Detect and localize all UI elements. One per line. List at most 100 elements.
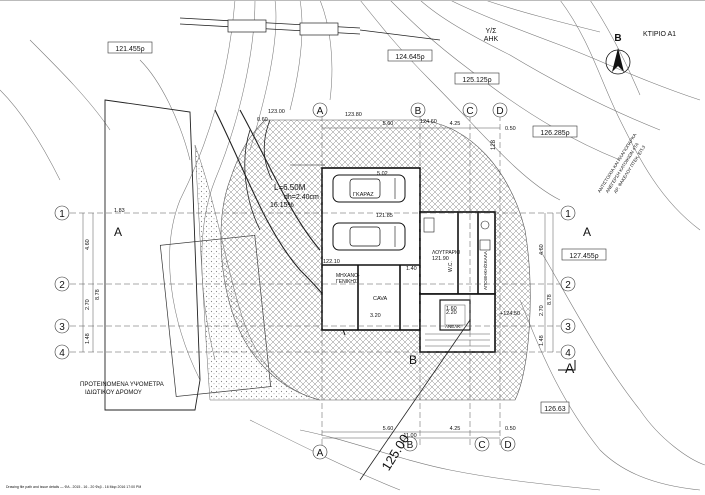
elevation-text: 121.455ρ [115, 46, 144, 53]
dim-right-34: 1.48 [539, 335, 545, 346]
garden-area [194, 144, 321, 401]
grid-bubble-right-4: 4 [560, 344, 576, 360]
elevation-box-1: 121.455ρ [107, 41, 153, 54]
ramp-dh: dh=2.40cm [284, 194, 319, 201]
dim-left-23: 2.70 [85, 299, 91, 310]
grid-label: A [317, 106, 324, 117]
dim-160: 1.60 [446, 306, 457, 312]
grid-bubble-right-1: 1 [560, 205, 576, 221]
dim-left-34: 1.48 [85, 333, 91, 344]
dim-bot-cd: 0.50 [505, 426, 516, 432]
proposed-levels-line-1: ΠΡΟΤΕΙΝΟΜΕΝΑ ΥΨΟΜΕΤΡΑ [80, 382, 164, 388]
elevation-text: 126.63 [544, 406, 566, 413]
elevation-box-3: 125.125ρ [454, 72, 500, 85]
elevation-text: 127.455ρ [569, 253, 598, 260]
grid-label: A [317, 448, 324, 459]
elevation-box-4: 126.285ρ [532, 125, 578, 138]
spot-level-7: +124.50 [500, 311, 520, 317]
grid-label: C [466, 106, 473, 117]
car-1 [332, 174, 406, 203]
dim-320: 3.20 [370, 313, 381, 319]
elevation-text: 125.125ρ [462, 77, 491, 84]
dim-502: 5.02 [377, 171, 388, 177]
section-marker-a-left: A [114, 225, 122, 239]
spot-level-5: 122.10 [323, 259, 340, 265]
diagonal-line [359, 319, 471, 481]
road-top [179, 17, 441, 41]
grid-label: D [496, 106, 503, 117]
spot-level-4: 121.85 [376, 213, 393, 219]
room-storage-1: ΜΗΧΑΝΟ- [336, 273, 360, 279]
room-cava: CAVA [373, 296, 387, 302]
grid-bubble-left-4: 4 [54, 344, 70, 360]
section-arrow [558, 360, 576, 371]
structural-grid [70, 115, 560, 445]
grid-bubble-bottom-d: D [500, 436, 516, 452]
spot-level-1: 123.00 [268, 109, 285, 115]
grid-bubble-top-b: B [410, 102, 426, 118]
grid-bubble-bottom-b: B [402, 436, 418, 452]
grid-label: 1 [565, 209, 571, 220]
dim-left-12: 4.60 [85, 239, 91, 250]
grid-label: 1 [59, 209, 65, 220]
section-marker-a-right: A [583, 225, 591, 239]
grid-label: 2 [59, 280, 65, 291]
grid-bubble-right-3: 3 [560, 318, 576, 334]
room-garage: ΓΚΑΡΑΖ [353, 192, 374, 198]
grid-bubble-left-1: 1 [54, 205, 70, 221]
grid-label: C [478, 440, 485, 451]
dim-128: 128 [491, 139, 497, 150]
grid-bubble-bottom-a: A [312, 444, 328, 460]
elevation-box-6: 126.63 [540, 401, 570, 414]
dim-right-23: 2.70 [539, 305, 545, 316]
section-marker-a-flag: A [565, 360, 575, 376]
grid-bubble-left-2: 2 [54, 276, 70, 292]
ramp-slope: 16.15% [270, 202, 294, 209]
car-2 [332, 222, 406, 251]
elevation-box-2: 124.645ρ [387, 49, 433, 62]
dim-right-total: 8.78 [547, 294, 553, 305]
plot-boundary [104, 99, 201, 411]
ramp-length: L=6.50M [274, 183, 306, 192]
elevation-text: 126.285ρ [540, 130, 569, 137]
grid-label: 4 [59, 348, 65, 359]
spot-level-3: 124.60 [420, 119, 437, 125]
grid-label: 3 [59, 322, 65, 333]
room-plumbing: ΑΠΟΘΗΚΗ/ΣΚΑΛΑ [483, 251, 488, 290]
dim-bot-bc: 4.25 [450, 426, 461, 432]
grid-bubble-right-2: 2 [560, 276, 576, 292]
dim-060: 0.60 [257, 117, 268, 123]
elevation-box-5: 127.455ρ [561, 248, 607, 261]
dim-140: 1.40 [406, 266, 417, 272]
north-arrow-letter: B [614, 33, 621, 44]
room-lobby: ΛΟΥΤΡΑΡΙΟ [432, 250, 460, 256]
dim-top-cd: 0.50 [505, 126, 516, 132]
service-label-2: ΑΗΚ [484, 36, 499, 43]
north-arrow: B [605, 33, 631, 75]
service-label-1: Υ/Σ [486, 28, 498, 35]
dim-left-total: 8.78 [95, 289, 101, 300]
spot-level-6: 121.90 [432, 256, 449, 262]
grid-label: B [407, 440, 414, 451]
spot-level-2: 123.80 [345, 112, 362, 118]
wc-fixtures [423, 217, 491, 251]
dimension-lines [82, 127, 554, 439]
grid-label: B [415, 106, 422, 117]
grid-label: 4 [565, 348, 571, 359]
dim-bot-total: 11.00 [403, 433, 416, 439]
proposed-levels-line-2: ΙΔΙΩΤΙΚΟΥ ΔΡΟΜΟΥ [85, 390, 142, 396]
grid-label: 3 [565, 322, 571, 333]
dim-bot-ab: 5.60 [383, 426, 394, 432]
dim-220: 2.20 [446, 310, 457, 316]
room-wc: W.C. [448, 261, 454, 272]
room-elevator: ΑΝΕΛΚ. [445, 324, 462, 329]
grid-bubble-top-d: D [492, 102, 508, 118]
grid-bubble-top-a: A [312, 102, 328, 118]
dim-183: 1.83 [114, 208, 125, 214]
dim-top-ab: 5.60 [383, 121, 394, 127]
grid-bubble-top-c: C [462, 102, 478, 118]
grid-label: 2 [565, 280, 571, 291]
footer-file-info: Drawing file path and issue details — ΦΑ… [6, 485, 141, 489]
